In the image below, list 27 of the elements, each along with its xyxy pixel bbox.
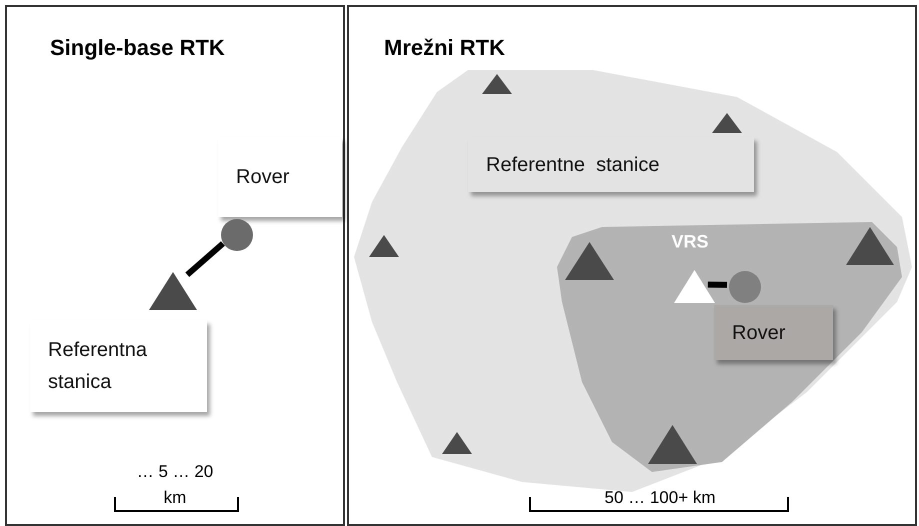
diagram-panel xyxy=(5,5,345,526)
station-triangle xyxy=(565,242,614,280)
scale-label: 50 … 100+ km xyxy=(604,488,716,508)
scale-label: km xyxy=(164,488,186,508)
station-triangle xyxy=(369,235,399,257)
station-triangle xyxy=(674,270,715,303)
link-line xyxy=(708,282,728,288)
label-box: Referentna stanica xyxy=(30,320,207,412)
scale-label: … 5 … 20 xyxy=(136,462,214,482)
station-triangle xyxy=(712,113,742,133)
station-triangle xyxy=(442,432,472,454)
station-label: VRS xyxy=(672,232,708,252)
panel-title: Mrežni RTK xyxy=(384,35,505,61)
link-line xyxy=(185,241,225,277)
station-triangle xyxy=(482,74,512,94)
panel-title: Single-base RTK xyxy=(50,35,225,61)
label-box: Rover xyxy=(714,305,833,360)
label-box: Referentne stanice xyxy=(468,137,754,192)
coverage-area xyxy=(354,70,912,492)
rover-dot xyxy=(221,219,253,251)
diagram-panel xyxy=(347,5,917,526)
coverage-area xyxy=(557,222,902,472)
station-triangle xyxy=(648,425,697,464)
rover-dot xyxy=(729,271,761,303)
station-triangle xyxy=(149,272,197,310)
station-triangle xyxy=(846,227,894,265)
label-box: Rover xyxy=(218,137,342,217)
